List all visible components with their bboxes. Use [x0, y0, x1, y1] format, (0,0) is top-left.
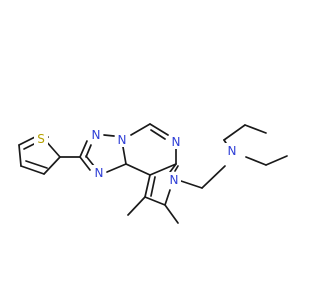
bond [25, 160, 48, 169]
bond [103, 134, 115, 137]
pyrimidine-nitrogen-label: N [172, 135, 181, 149]
atom-label-n: N [92, 165, 106, 180]
bond [144, 196, 166, 206]
bond [85, 155, 95, 167]
methyl-bond [127, 196, 146, 216]
bond [18, 136, 36, 146]
bond [180, 180, 203, 189]
methyl-bond [164, 204, 179, 224]
bond [149, 123, 169, 136]
pyrrole-nitrogen-label: N [170, 173, 179, 187]
molecule-structure: S N N N N N N [18, 123, 288, 224]
bond [106, 163, 127, 173]
molecule-canvas: S N N N N N N [18, 123, 288, 224]
triazole-nitrogen-top-label: N [92, 128, 101, 142]
bond [201, 165, 226, 189]
atom-label-n: N [225, 143, 239, 158]
bond [150, 129, 166, 140]
sulfur-atom-label: S [37, 132, 45, 146]
bond [125, 163, 151, 176]
atom-label-s: S [34, 131, 48, 146]
bond [43, 156, 61, 175]
bond [150, 176, 156, 197]
bond [149, 163, 177, 176]
bond [144, 174, 151, 198]
triazole-bridge-nitrogen-label: N [118, 133, 127, 147]
bond [18, 144, 22, 167]
pyrrole-ring [144, 163, 179, 206]
pyrimidine-ring [125, 123, 177, 176]
bond [245, 156, 267, 166]
bond [244, 124, 267, 134]
bond [122, 146, 127, 165]
bond [79, 140, 88, 158]
bond [164, 189, 171, 206]
bond [85, 144, 92, 158]
bond [223, 124, 246, 141]
atom-label-n: N [89, 127, 103, 142]
amine-nitrogen-label: N [228, 144, 237, 158]
triazole-nitrogen-bottom-label: N [95, 166, 104, 180]
bond [265, 155, 288, 166]
bond [130, 123, 151, 136]
atom-label-n: N [115, 132, 129, 147]
bond [169, 163, 177, 173]
bond [174, 165, 179, 172]
bond [79, 156, 91, 171]
atom-label-n: N [167, 172, 181, 187]
atom-label-n: N [169, 134, 183, 149]
triazole-ring [79, 134, 127, 173]
bond [20, 165, 45, 175]
